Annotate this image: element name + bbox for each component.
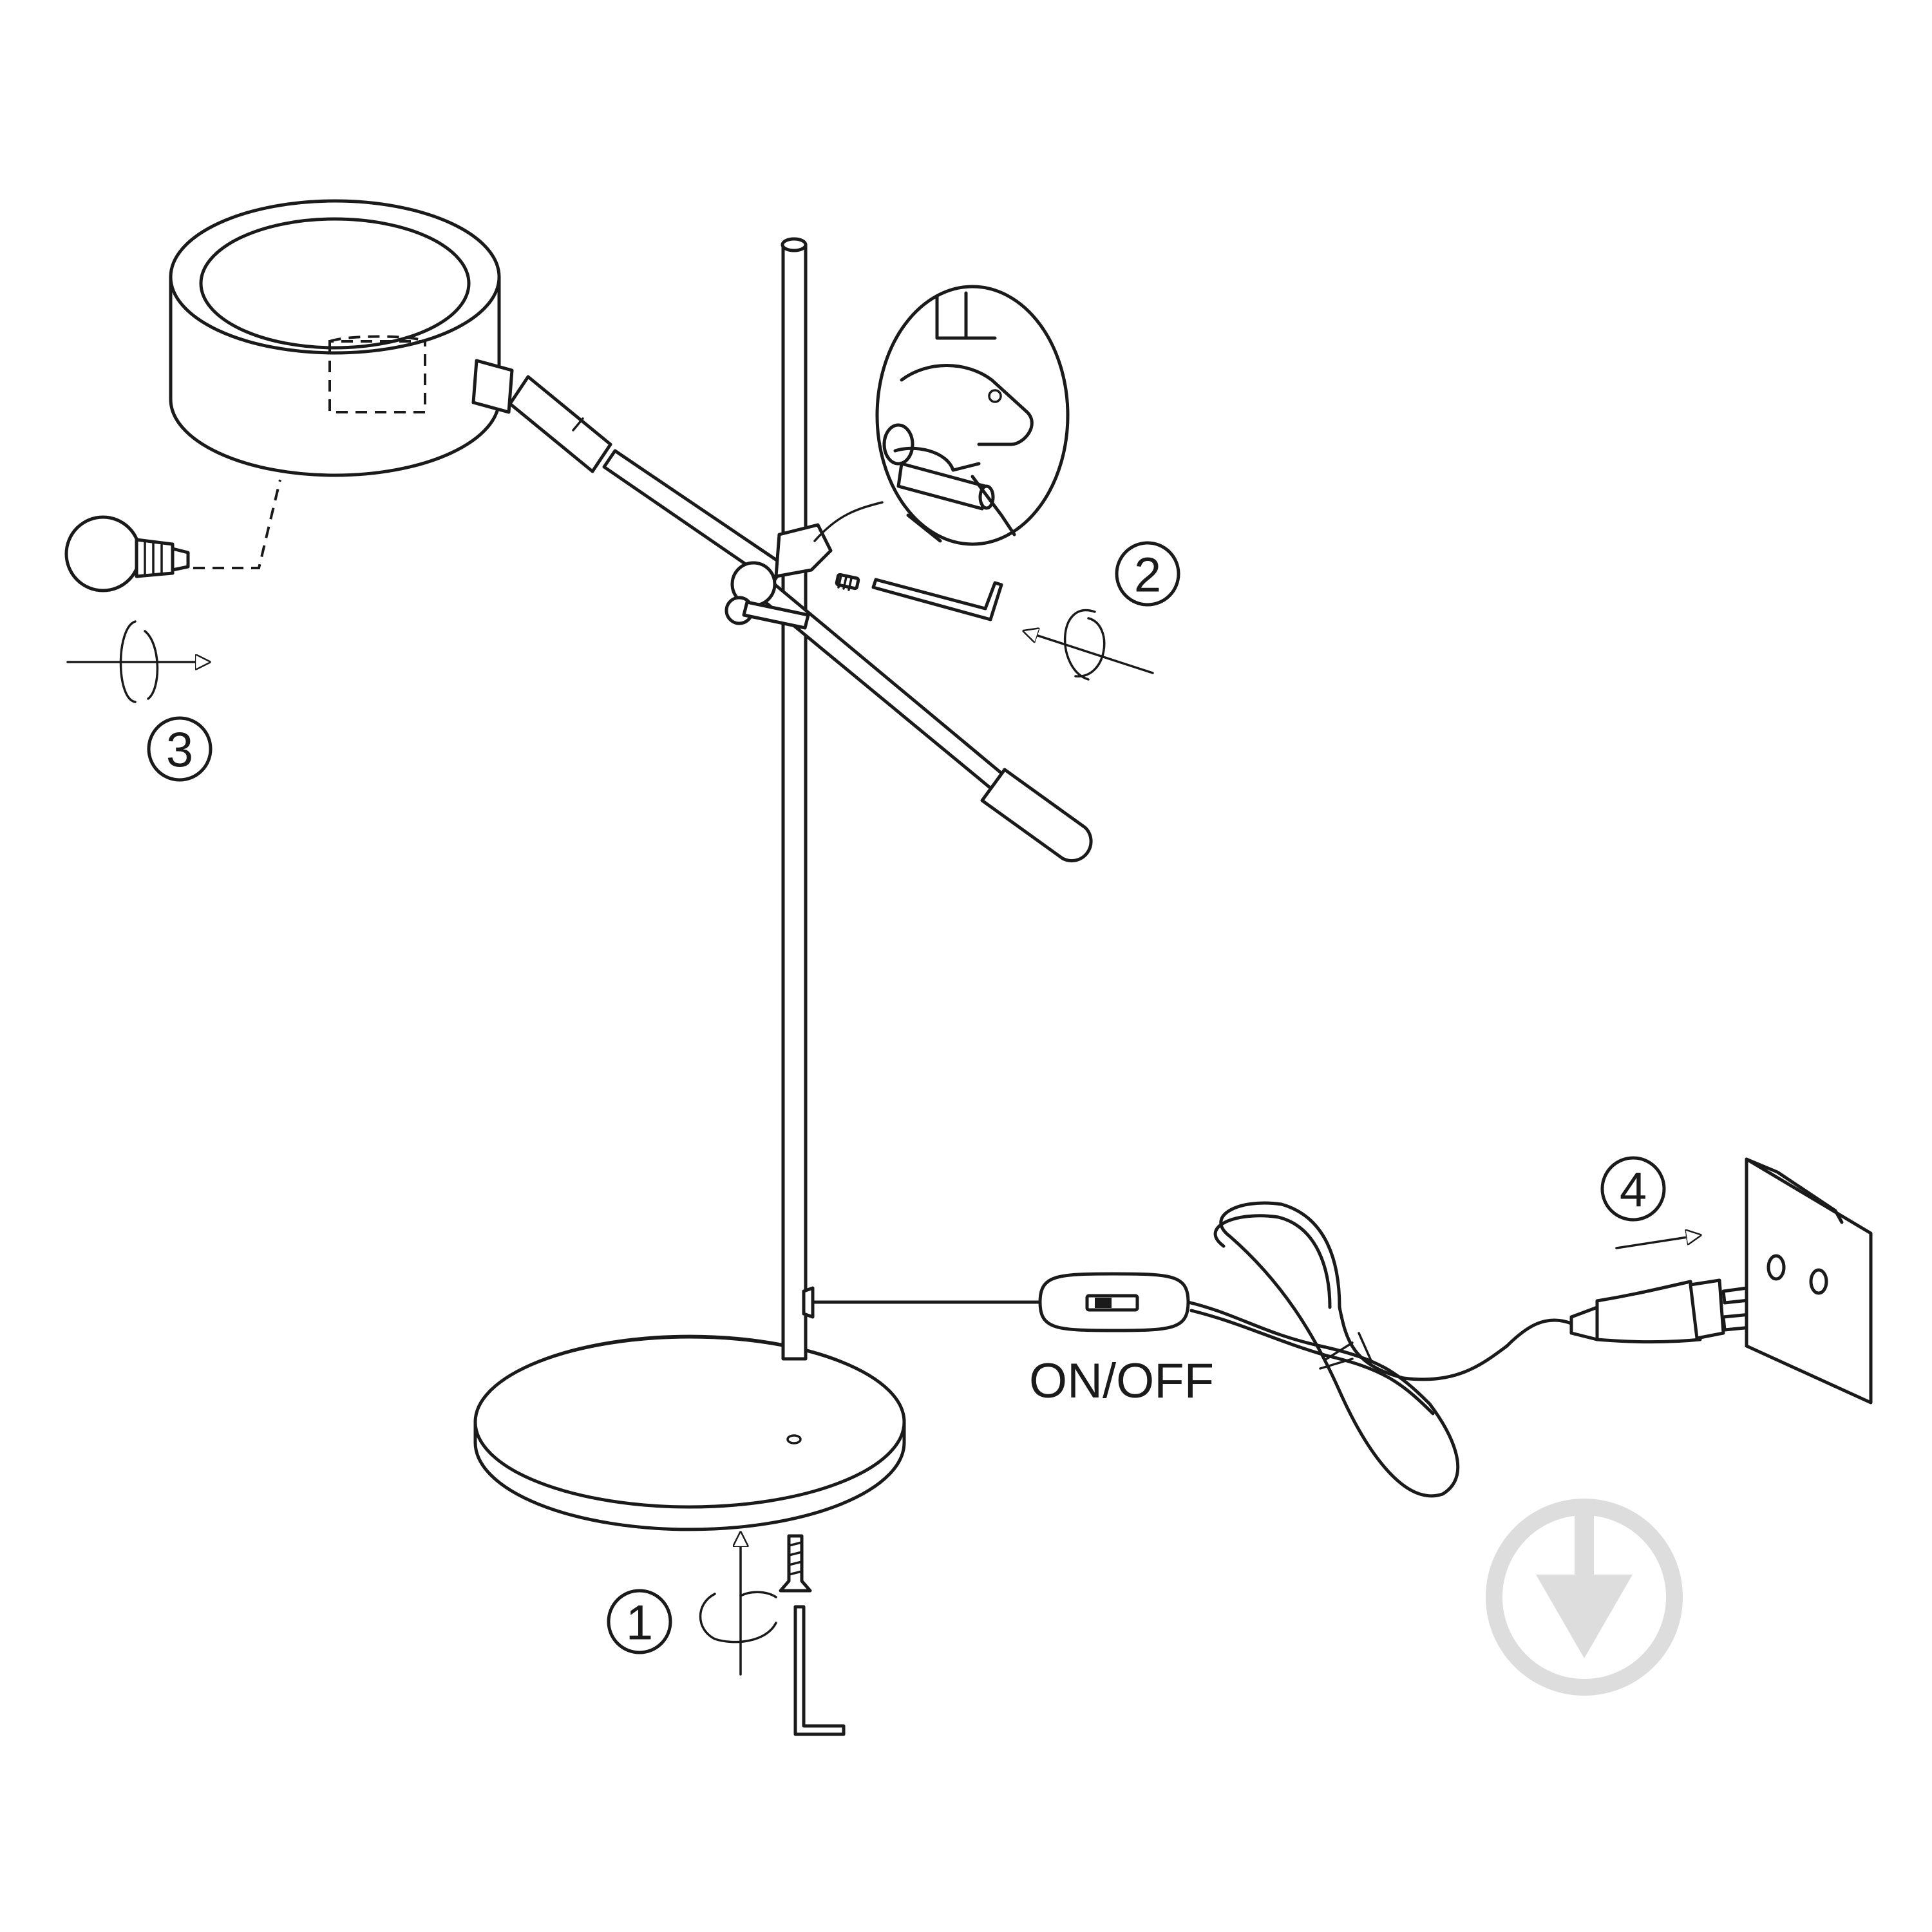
step-4-badge: 4 bbox=[1600, 1156, 1666, 1222]
hex-key-base-icon bbox=[793, 1605, 846, 1736]
lamp-arm bbox=[508, 375, 786, 585]
light-bulb-icon bbox=[64, 515, 190, 592]
wall-socket bbox=[1745, 1157, 1873, 1405]
inline-switch bbox=[1038, 1272, 1190, 1332]
screw-in-arrow-icon bbox=[66, 620, 209, 703]
up-arrow-icon bbox=[699, 1533, 777, 1676]
step-3-badge: 3 bbox=[147, 716, 213, 782]
bulb-guide-line bbox=[193, 479, 281, 569]
hex-key-icon bbox=[871, 578, 1003, 621]
step-4-number: 4 bbox=[1620, 1163, 1647, 1218]
step-2-badge: 2 bbox=[1115, 541, 1180, 607]
detail-inset-circle bbox=[875, 285, 1070, 546]
pivot-joint bbox=[724, 501, 884, 630]
step-1-badge: 1 bbox=[607, 1589, 672, 1654]
step-3-number: 3 bbox=[166, 723, 193, 778]
plug-in-arrow-icon bbox=[1615, 1235, 1700, 1249]
step-2-number: 2 bbox=[1134, 548, 1161, 603]
base-screw-icon bbox=[779, 1534, 812, 1593]
switch-label: ON/OFF bbox=[1029, 1354, 1214, 1408]
lamp-shade bbox=[169, 199, 514, 477]
rotate-arrow-icon bbox=[1024, 609, 1154, 681]
lamp-pole bbox=[781, 237, 808, 1361]
lamp-base bbox=[473, 1334, 906, 1531]
step-1-number: 1 bbox=[626, 1596, 653, 1651]
power-cord bbox=[802, 1201, 1573, 1498]
counterweight-arm bbox=[758, 581, 1093, 862]
grub-screw-icon bbox=[835, 573, 860, 591]
watermark-logo-bottom bbox=[1486, 1499, 1683, 1696]
